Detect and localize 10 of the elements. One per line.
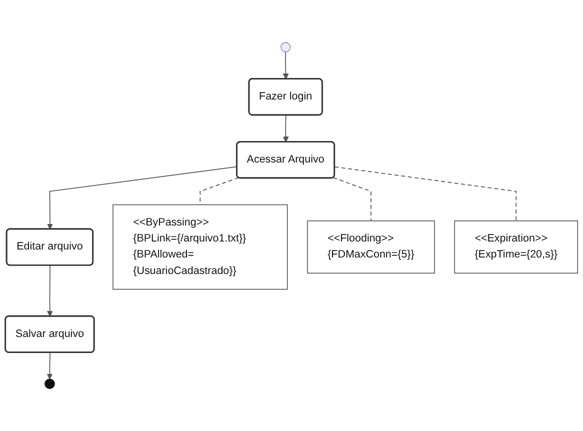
arrow: [282, 51, 289, 80]
node-box: <<Expiration>> {ExpTime={20,s}}: [454, 220, 578, 274]
arrow: [282, 114, 289, 142]
arrow: [47, 166, 238, 230]
node-circle: [280, 42, 291, 52]
node-box: <<ByPassing>> {BPLink={/arquivo1.txt}} {BPAllowed={UsuarioCadastrado}}: [112, 204, 288, 290]
connector: [334, 166, 517, 222]
arrow: [46, 265, 53, 317]
arrow: [46, 352, 53, 380]
node-box: <<Flooding>> {FDMaxConn={5}}: [307, 220, 435, 274]
